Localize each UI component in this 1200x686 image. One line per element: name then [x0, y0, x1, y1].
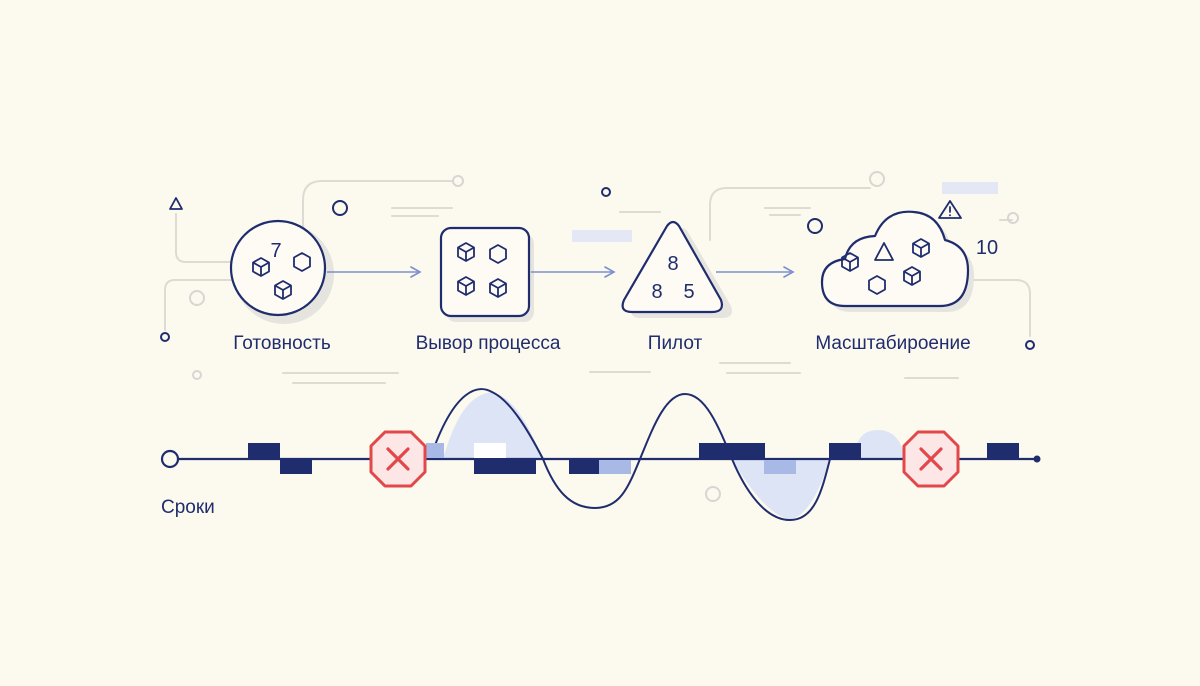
- timeline-label: Сроки: [161, 497, 215, 518]
- decorative-lines: [164, 180, 1031, 384]
- warning-icon: [169, 197, 183, 210]
- timeline-blocks-light: [426, 443, 796, 474]
- stage-readiness-number: 7: [270, 240, 281, 262]
- stage-pilot-number: 8: [667, 253, 678, 275]
- stage-scaling: 10: [820, 200, 998, 312]
- stop-icon: [369, 430, 427, 488]
- stage-pilot: 8 8 5: [621, 220, 732, 318]
- stage-process-label: Вывор процесса: [415, 333, 561, 354]
- decorative-bars: [572, 182, 998, 242]
- stage-pilot-label: Пилот: [647, 333, 703, 354]
- stop-icon: [902, 430, 960, 488]
- warning-icon: [938, 200, 962, 219]
- stage-readiness-label: Готовность: [233, 333, 331, 354]
- stage-pilot-number: 5: [683, 281, 694, 303]
- warning-icon: [874, 242, 894, 261]
- stage-process: [439, 226, 534, 322]
- decorative-circles: [160, 171, 1035, 502]
- timeline-blocks: [248, 443, 1019, 474]
- stage-pilot-number: 8: [651, 281, 662, 303]
- stage-scaling-number: 10: [976, 237, 998, 259]
- stage-readiness: 7: [229, 219, 334, 324]
- timeline-end-node: [1033, 455, 1041, 463]
- timeline-start-node: [160, 449, 180, 469]
- timeline: [160, 388, 1041, 522]
- stage-scaling-label: Масштабироение: [815, 333, 971, 354]
